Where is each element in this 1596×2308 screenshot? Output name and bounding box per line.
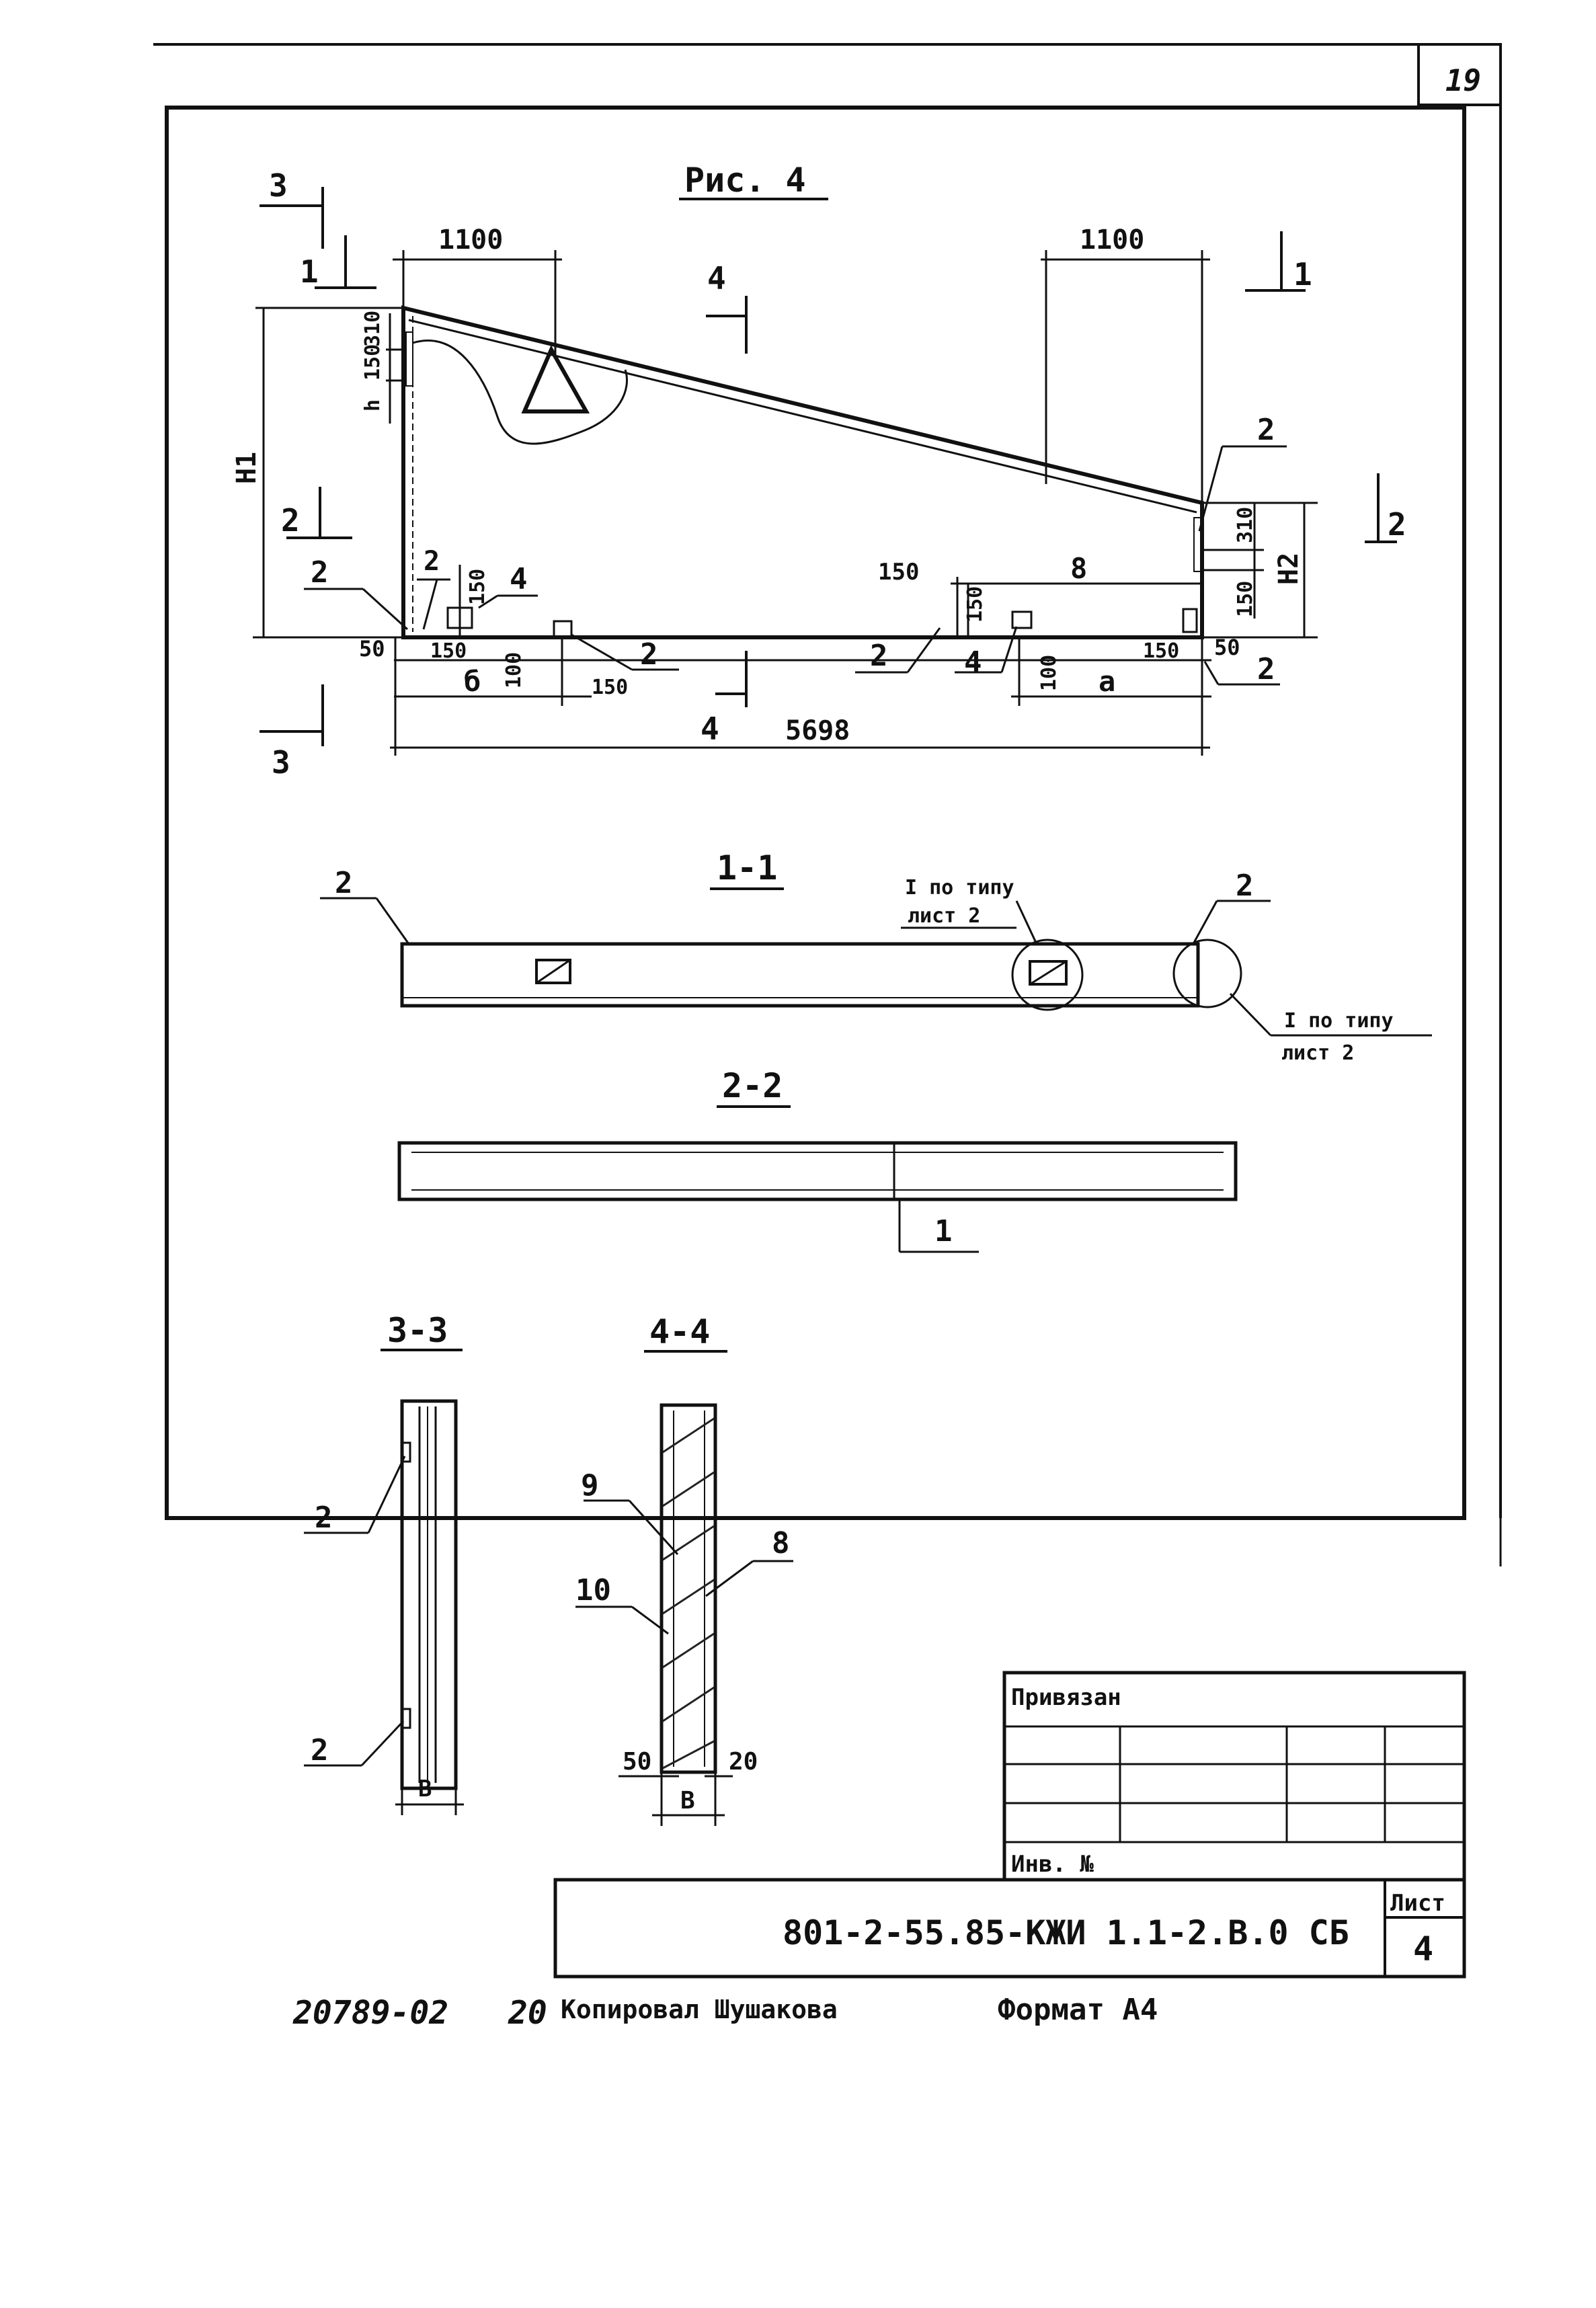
dim-a: а — [1099, 665, 1115, 698]
dim-top-left-1100: 1100 — [438, 225, 503, 255]
callout-2-bottom-left: 2 — [640, 637, 658, 672]
callout-2-section33-bottom: 2 — [311, 1733, 329, 1767]
footer-order-number: 20789-02 — [292, 1994, 448, 2032]
section-marker-2-left: 2 — [281, 502, 300, 539]
callout-2-right-top: 2 — [1257, 413, 1275, 447]
elevation-callout-leaders — [304, 445, 1287, 686]
section-2-2 — [397, 1141, 1238, 1253]
section-1-1 — [320, 897, 1432, 1037]
dim-8: 8 — [1070, 552, 1087, 585]
footer-format: Формат А4 — [998, 1993, 1158, 2027]
callout-2-section11-right: 2 — [1236, 869, 1254, 903]
dim-150-bottom-b: 150 — [592, 676, 628, 699]
dim-310-left: 310 — [361, 311, 385, 347]
title-block — [553, 1671, 1466, 1979]
callout-2-right-bottom: 2 — [1257, 652, 1275, 686]
dim-h1: H1 — [231, 452, 262, 484]
title-document-code: 801-2-55.85-КЖИ 1.1-2.В.0 СБ — [783, 1913, 1349, 1952]
callout-4-bottom-right: 4 — [964, 645, 982, 680]
section-marker-4-bottom: 4 — [701, 711, 719, 747]
section-4-4 — [575, 1403, 793, 1826]
section-marker-1-left: 1 — [300, 253, 319, 290]
footer-copied-by: Копировал Шушакова — [561, 1995, 838, 2024]
dim-total-5698: 5698 — [785, 715, 850, 746]
footer-page-number: 20 — [508, 1994, 547, 2032]
callout-10: 10 — [575, 1573, 611, 1607]
dim-b-section44: B — [680, 1787, 695, 1815]
callout-9: 9 — [581, 1468, 599, 1503]
sheet-frame — [153, 43, 1502, 1566]
title-linked-label: Привязан — [1011, 1684, 1121, 1711]
detail-note-top-line2: лист 2 — [908, 904, 980, 928]
section-marker-3-top: 3 — [269, 167, 288, 204]
title-inv-label: Инв. № — [1011, 1851, 1094, 1878]
dim-b-section33: B — [418, 1776, 432, 1802]
detail-note-top-line1: I по типу — [905, 876, 1014, 900]
dim-150-right-mid: 150 — [963, 586, 987, 623]
sheet-number: 19 — [1445, 64, 1481, 98]
section-title-1-1: 1-1 — [717, 848, 777, 887]
section-markers — [260, 187, 1397, 746]
dim-310-right: 310 — [1234, 507, 1257, 543]
dim-150-left-mid: 150 — [466, 569, 489, 605]
detail-note-right-line1: I по типу — [1284, 1009, 1394, 1033]
dim-50-left: 50 — [359, 636, 385, 662]
dim-h-left: h — [361, 399, 385, 411]
title-sheet-label: Лист — [1390, 1890, 1445, 1917]
callout-2-left-inner: 2 — [424, 546, 440, 577]
dim-b: б — [464, 665, 481, 698]
dim-h2: H2 — [1273, 553, 1304, 585]
callout-2-left: 2 — [311, 555, 329, 590]
callout-8: 8 — [772, 1526, 790, 1560]
section-marker-4-top: 4 — [707, 260, 726, 296]
section-3-3 — [304, 1399, 464, 1815]
dim-50-section44: 50 — [623, 1748, 651, 1776]
section-marker-2-right: 2 — [1388, 506, 1406, 543]
dim-top-right-1100: 1100 — [1080, 225, 1144, 255]
section-marker-3-bottom: 3 — [272, 744, 290, 781]
dim-150-left: 150 — [361, 344, 385, 381]
title-sheet-value: 4 — [1413, 1929, 1433, 1968]
callout-4-left: 4 — [510, 562, 528, 596]
dim-150-right: 150 — [1234, 581, 1257, 617]
dim-150-bottom-left: 150 — [430, 639, 467, 663]
dim-100-left: 100 — [502, 652, 526, 688]
section-title-2-2: 2-2 — [722, 1066, 783, 1105]
section-marker-1-right: 1 — [1293, 256, 1312, 292]
section-title-3-3: 3-3 — [387, 1311, 448, 1350]
callout-1-section22: 1 — [934, 1214, 953, 1248]
dim-150-top-bottom-right: 150 — [878, 559, 919, 586]
figure-title: Рис. 4 — [684, 161, 806, 200]
callout-2-bottom-right: 2 — [870, 639, 888, 673]
callout-2-section11-left: 2 — [335, 866, 353, 900]
elevation-dimensions — [253, 250, 1318, 756]
callout-2-section33-top: 2 — [315, 1501, 333, 1535]
dim-50-right: 50 — [1214, 635, 1240, 660]
section-title-4-4: 4-4 — [649, 1312, 710, 1351]
detail-note-right-line2: лист 2 — [1281, 1041, 1354, 1065]
dim-150-bottom-right: 150 — [1143, 639, 1179, 663]
dim-100-right: 100 — [1037, 655, 1061, 691]
dim-20-section44: 20 — [729, 1748, 758, 1776]
